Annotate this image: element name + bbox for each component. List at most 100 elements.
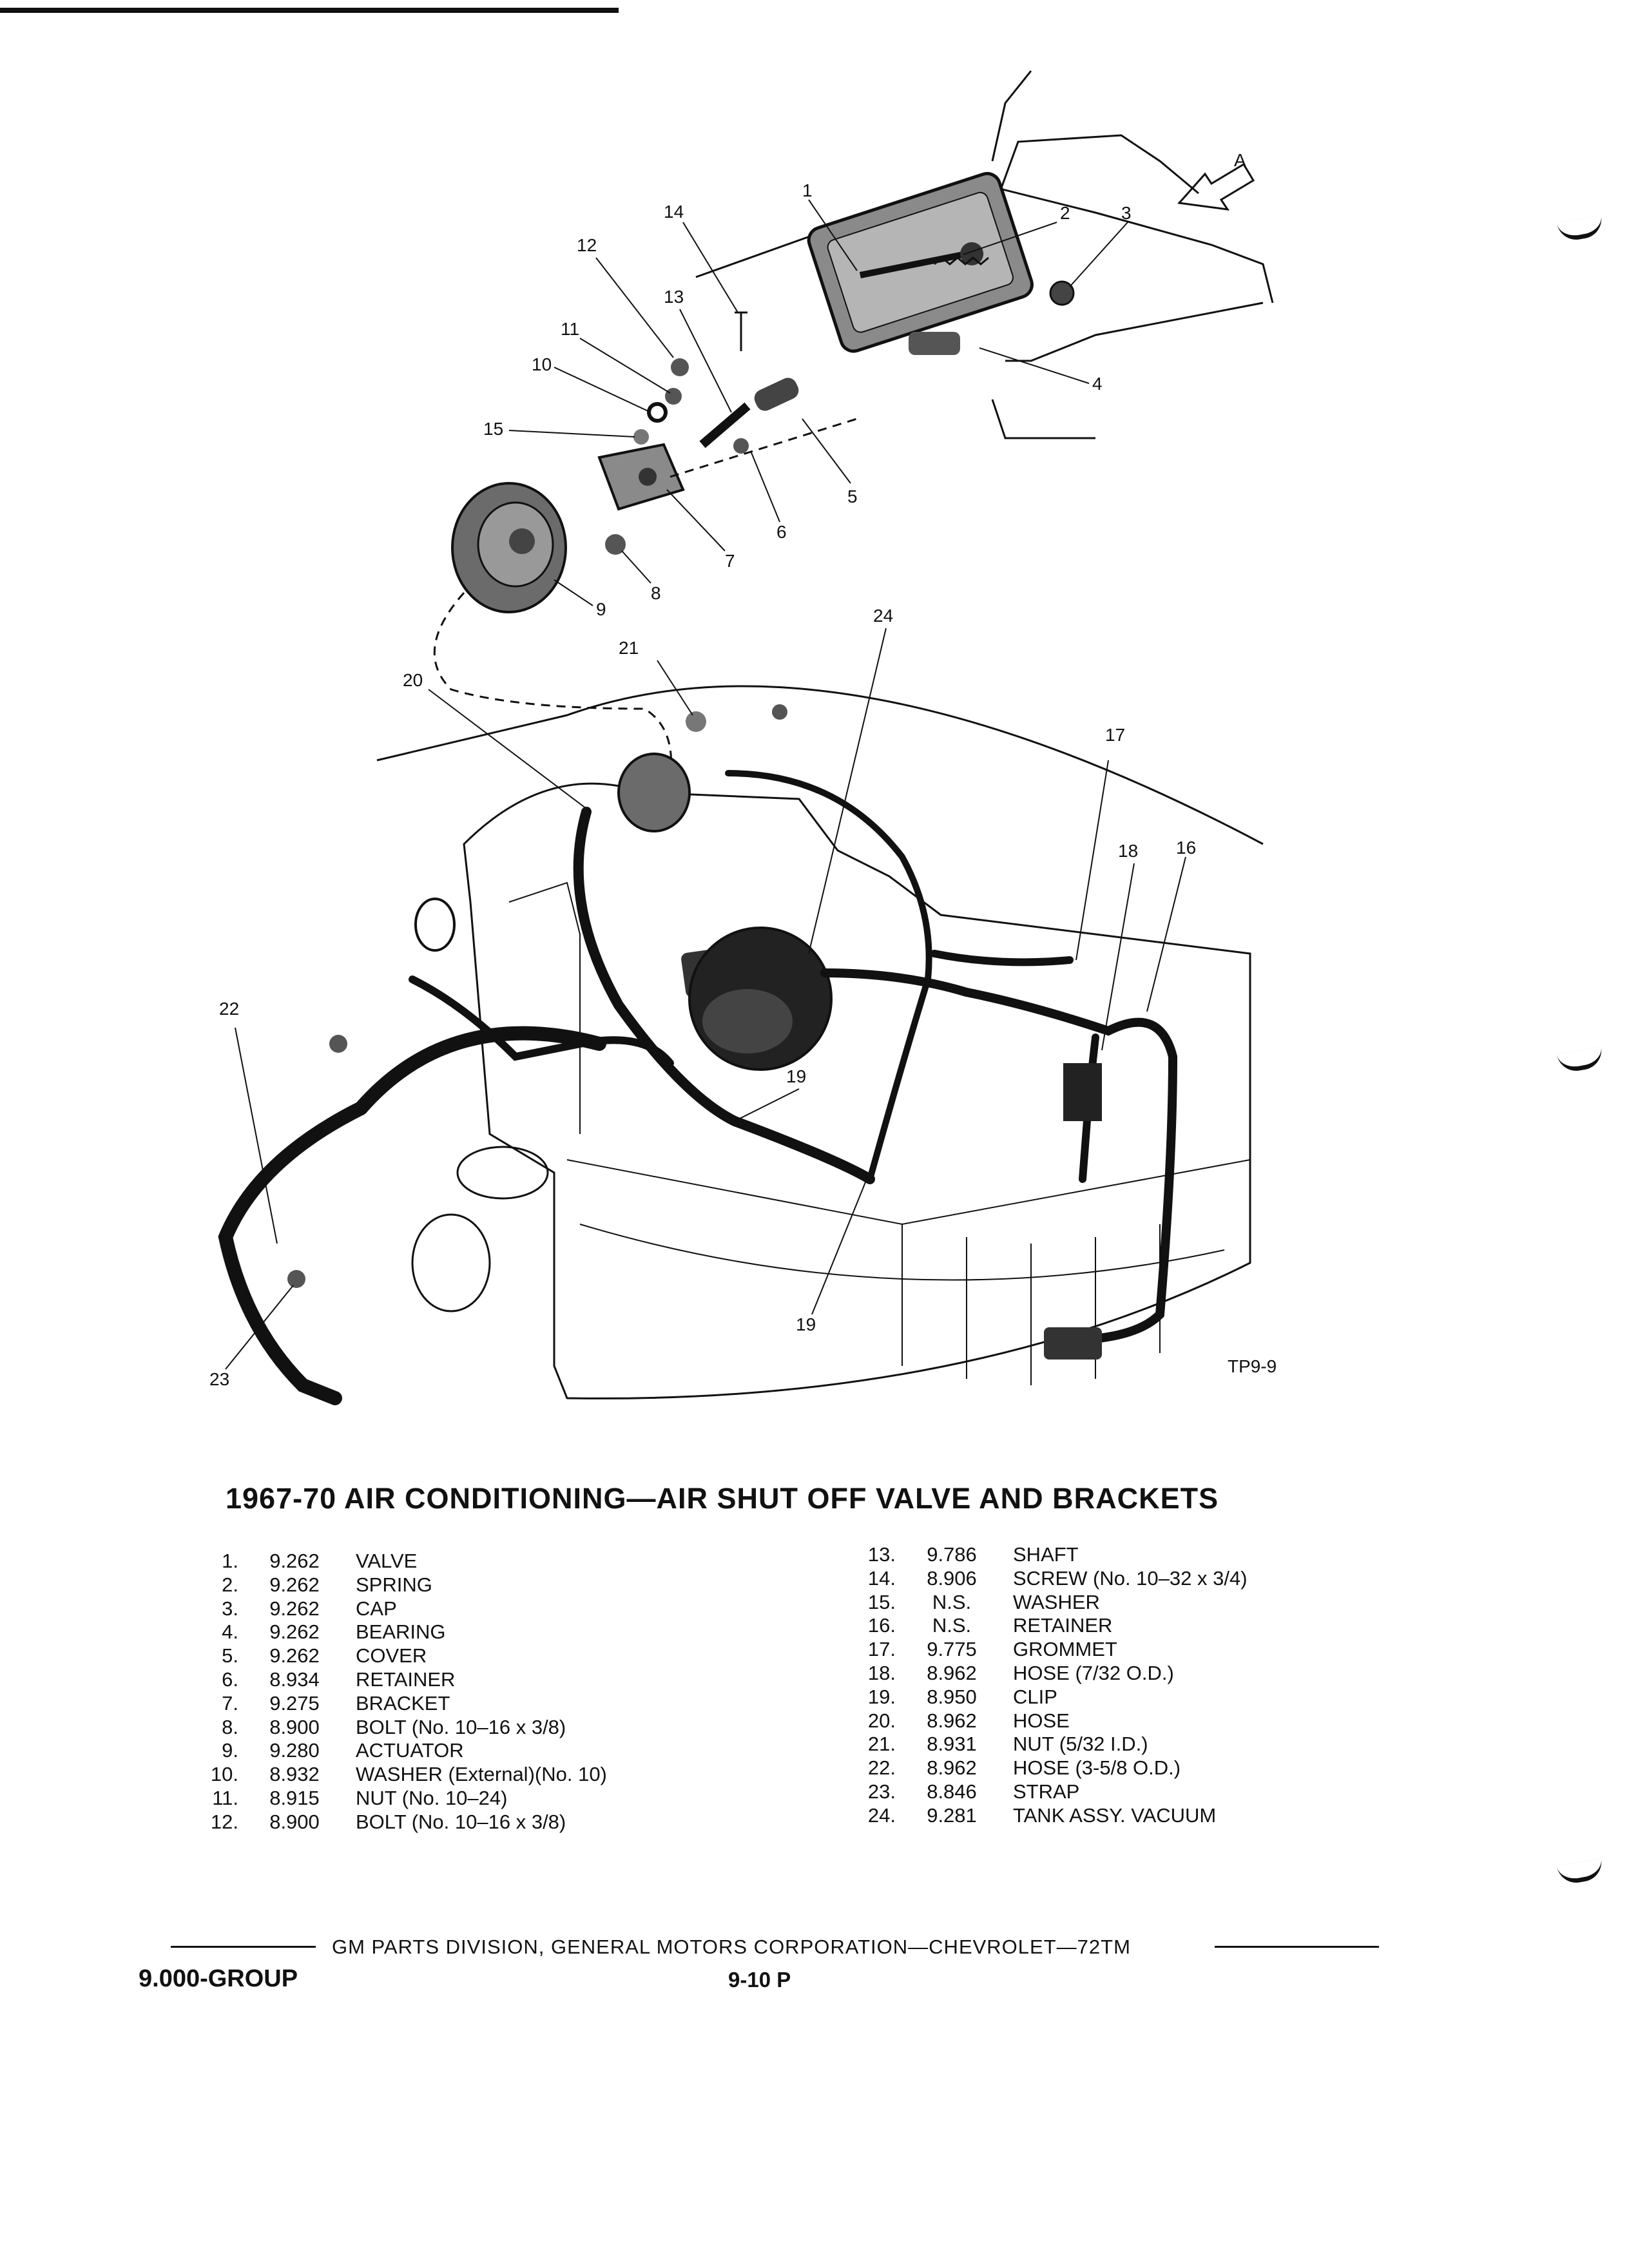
group-label: 9.000-GROUP [139,1965,298,1992]
exploded-parts-diagram: A [209,70,1277,1405]
callout-19b: 19 [796,1314,816,1334]
part-description: SCREW (No. 10–32 x 3/4) [1013,1566,1248,1590]
callout-18: 18 [1118,841,1138,861]
part-number: 16. [867,1614,896,1637]
callout-21: 21 [619,638,639,658]
callout-16: 16 [1176,838,1196,858]
callout-14: 14 [664,202,684,222]
part-number: 14. [867,1566,896,1590]
footer-rule-left [171,1946,316,1948]
washer-15 [633,429,649,445]
bearing [909,332,960,355]
part-number: 8. [222,1715,238,1738]
callout-13: 13 [664,287,684,307]
part-number: 9. [222,1739,238,1762]
actuator [451,482,567,613]
part-number: 13. [867,1543,896,1566]
catalog-code: 8.962 [927,1756,977,1780]
callout-8: 8 [651,583,661,603]
footer-text: GM PARTS DIVISION, GENERAL MOTORS CORPOR… [332,1936,1131,1958]
body-outline-5 [991,399,1095,439]
callout-1: 1 [802,180,813,200]
hose-main [820,968,1178,1345]
catalog-code: 8.932 [269,1763,320,1786]
resistor-housing [456,1146,549,1200]
nut-11 [665,388,682,405]
catalog-code: 9.262 [269,1644,320,1667]
part-number: 3. [222,1597,238,1620]
callout-15: 15 [483,419,503,439]
part-description: VALVE [356,1550,418,1572]
part-number: 2. [222,1573,238,1596]
catalog-code: 8.931 [927,1733,977,1756]
bolt-8 [605,534,626,555]
catalog-code: 8.950 [927,1685,977,1708]
case-detail-1 [508,881,581,1134]
vacuum-tank [681,927,833,1071]
part-description: CAP [356,1597,397,1620]
catalog-code: 9.262 [269,1573,320,1596]
case-detail-2 [566,1159,1251,1225]
part-description: ACTUATOR [356,1739,464,1762]
grommet-plug [1063,1063,1102,1121]
catalog-code: 8.900 [269,1810,320,1833]
catalog-code: 8.900 [269,1715,320,1738]
part-description: HOSE (7/32 O.D.) [1013,1661,1174,1684]
part-number: 4. [222,1620,238,1644]
part-description: RETAINER [1013,1614,1113,1637]
part-description: HOSE (3-5/8 O.D.) [1013,1756,1181,1780]
retainer-6 [733,438,749,454]
spring [934,256,989,265]
leader-lines [225,199,1186,1370]
actuator-route [433,592,673,780]
callout-6: 6 [776,522,787,542]
parts-list-row: 2. 9.262 SPRING [200,1573,607,1597]
duct-end [411,1213,491,1312]
hose-connector [1044,1327,1102,1360]
part-number: 18. [867,1661,896,1684]
part-number: 11. [212,1786,238,1809]
part-description: BEARING [356,1620,446,1644]
callout-22: 22 [219,999,239,1019]
callout-4: 4 [1092,374,1103,394]
hose-22b [354,1026,606,1115]
valve-housing [807,171,1034,353]
blower-motor [414,898,456,952]
callout-5: 5 [847,486,858,506]
part-number: 7. [222,1691,238,1715]
catalog-code: 9.262 [269,1550,320,1572]
callout-9: 9 [596,599,606,619]
catalog-code: 9.775 [927,1638,977,1661]
hose-17 [930,950,1074,966]
cover [754,378,799,411]
bolt-12 [671,358,689,376]
catalog-code: N.S. [932,1614,972,1637]
callout-10: 10 [532,354,552,374]
callout-12: 12 [577,235,597,255]
hose-22 [218,1101,368,1405]
catalog-code: 8.962 [927,1709,977,1732]
part-number: 5. [222,1644,238,1667]
part-number: 15. [867,1590,896,1613]
callout-19a: 19 [786,1066,806,1086]
catalog-code: N.S. [932,1590,972,1613]
part-number: 21. [867,1733,896,1756]
catalog-code: 9.262 [269,1597,320,1620]
part-number: 23. [867,1780,896,1803]
part-description: SPRING [356,1573,432,1596]
hose-20 [573,807,875,1184]
